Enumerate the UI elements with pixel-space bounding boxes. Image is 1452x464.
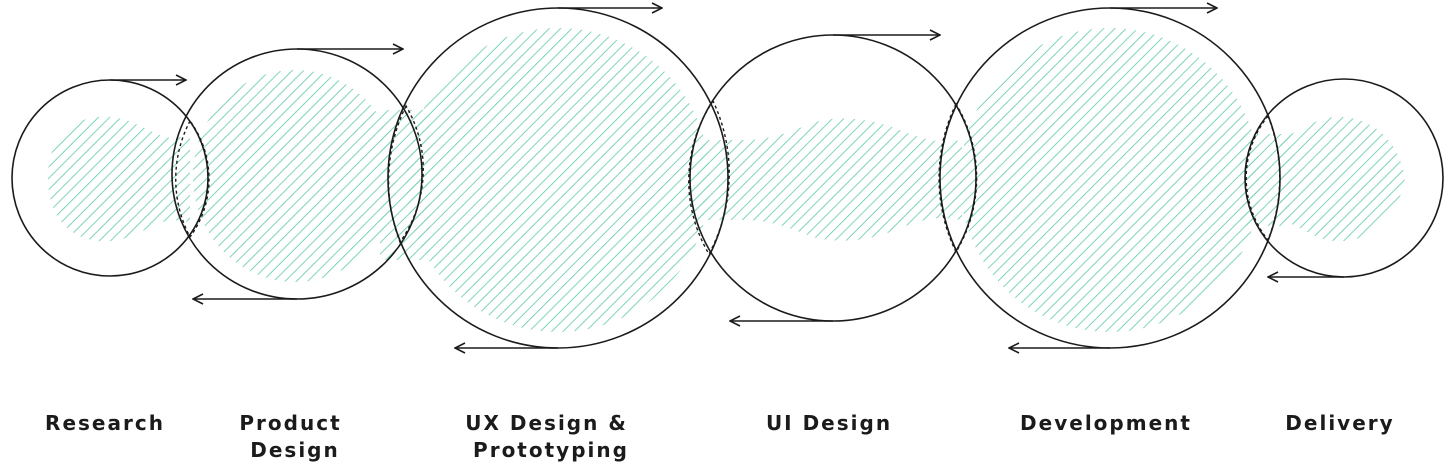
hatch-blob-development: [960, 28, 1260, 332]
hatch-band-ux-ui-dev: [690, 118, 962, 241]
hatch-band-delivery: [1280, 116, 1405, 242]
label-product-design: Product Design: [239, 411, 350, 462]
label-development: Development: [1020, 411, 1192, 435]
label-research: Research: [45, 411, 165, 435]
label-ui-design: UI Design: [766, 411, 892, 435]
flow-arrows: [110, 8, 1344, 348]
hatch-blob-product: [193, 70, 397, 282]
label-product-design-line-1: Product: [239, 411, 341, 435]
label-ux-design-line-2: Prototyping: [473, 438, 629, 462]
label-development-line-1: Development: [1020, 411, 1192, 435]
label-product-design-line-2: Design: [250, 438, 339, 462]
label-ux-design: UX Design & Prototyping: [465, 411, 636, 462]
lens-product-ux: [387, 104, 424, 244]
label-ui-design-line-1: UI Design: [766, 411, 892, 435]
label-research-line-1: Research: [45, 411, 165, 435]
overlap-lenses: [175, 99, 1281, 256]
label-delivery-line-1: Delivery: [1285, 411, 1394, 435]
stage-labels: Research Product Design UX Design & Prot…: [45, 411, 1394, 462]
hatched-flow-band: [48, 28, 1405, 332]
hatch-blob-ux: [406, 28, 710, 332]
lens-development-delivery: [1245, 114, 1281, 242]
label-delivery: Delivery: [1285, 411, 1394, 435]
lens-ui-development: [938, 102, 978, 254]
hatch-band-research-to-product: [48, 116, 190, 242]
label-ux-design-line-1: UX Design &: [465, 411, 628, 435]
